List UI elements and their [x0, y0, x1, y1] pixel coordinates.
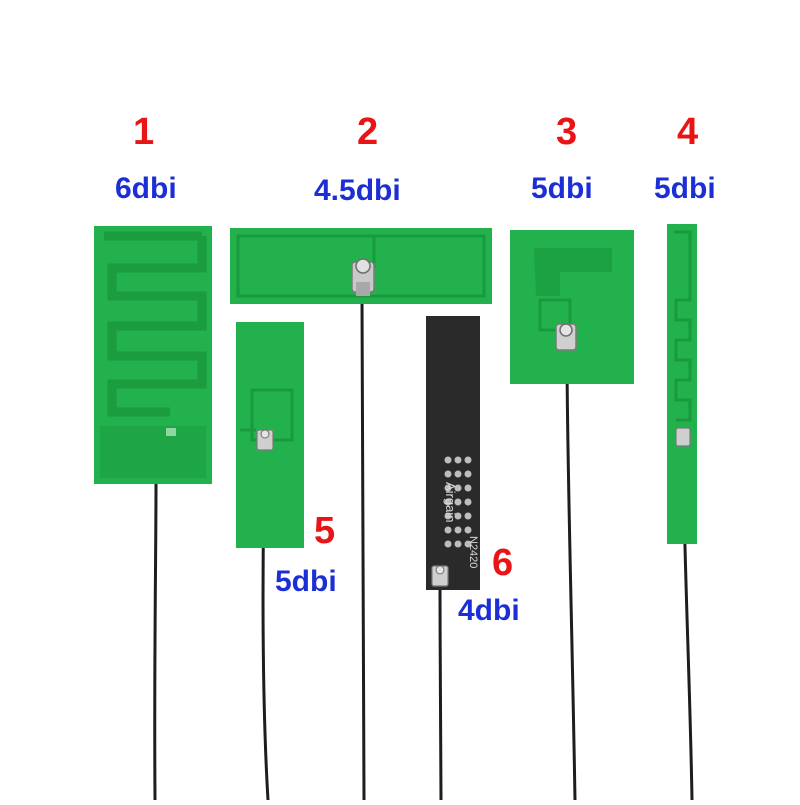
- antenna-3-gain: 5dbi: [531, 172, 593, 205]
- antenna-6-gain: 4dbi: [458, 594, 520, 627]
- antenna-6-connector: [431, 565, 449, 587]
- antenna-5-number: 5: [314, 510, 336, 552]
- antenna-3-cable: [565, 350, 577, 802]
- antenna-5-gain: 5dbi: [275, 565, 337, 598]
- antenna-4-connector: [675, 427, 691, 447]
- antenna-1-pcb: [94, 226, 212, 484]
- antenna-5-pcb: [236, 322, 304, 548]
- antenna-5-connector: [256, 429, 274, 451]
- antenna-2-connector: [351, 258, 375, 296]
- antenna-1-gain: 6dbi: [115, 172, 177, 205]
- antenna-1-cable: [153, 480, 158, 802]
- antenna-3-pcb: [510, 230, 634, 384]
- antenna-6-dot-pattern: [444, 456, 472, 548]
- antenna-2-number: 2: [357, 111, 379, 153]
- antenna-2-pcb: [230, 228, 492, 304]
- antenna-6-number: 6: [492, 542, 514, 584]
- antenna-4-pcb: [667, 224, 697, 544]
- antenna-4-gain: 5dbi: [654, 172, 716, 205]
- antenna-3-number: 3: [556, 111, 578, 153]
- antenna-6-brand: Airgain: [443, 482, 458, 522]
- antenna-2-cable: [360, 298, 366, 802]
- antenna-6-pcb: Airgain N2420: [426, 316, 480, 590]
- antenna-1-number: 1: [133, 111, 155, 153]
- antenna-6-cable: [438, 583, 443, 802]
- antenna-6-model: N2420: [467, 536, 479, 568]
- antenna-3-connector: [555, 323, 577, 351]
- antenna-4-number: 4: [677, 111, 699, 153]
- antenna-2-gain: 4.5dbi: [314, 174, 401, 207]
